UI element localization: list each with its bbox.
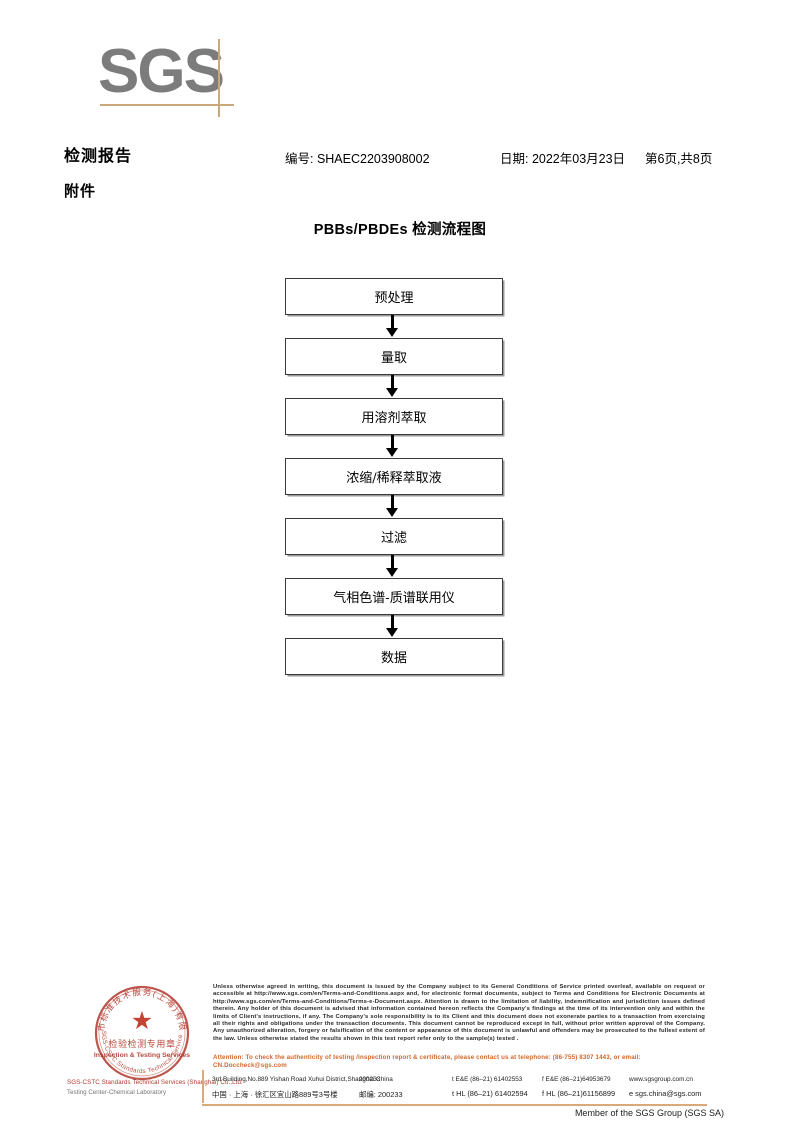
arrow-head <box>386 628 398 637</box>
flow-arrow-down-icon <box>285 555 503 578</box>
flow-step-box: 用溶剂萃取 <box>285 398 503 435</box>
sgs-logo: SGS <box>98 33 244 123</box>
flow-step: 数据 <box>285 638 505 675</box>
document-footer: 深圳市标准技术服务(上海)有限公司 SGS-CSTC Standards Tec… <box>0 975 800 1131</box>
document-header: 检测报告 附件 编号: SHAEC2203908002 日期: 2022年03月… <box>0 142 800 202</box>
legal-terms-text: Unless otherwise agreed in writing, this… <box>213 984 705 1042</box>
address-cn: 中国 · 上海 · 徐汇区宜山路889号3号楼 <box>212 1090 338 1099</box>
email[interactable]: e sgs.china@sgs.com <box>629 1089 702 1098</box>
address-row-english: 3rd Building,No.889 Yishan Road Xuhui Di… <box>212 1076 707 1089</box>
svg-text:Inspection & Testing Services: Inspection & Testing Services <box>94 1052 190 1059</box>
flow-step: 过滤 <box>285 518 505 555</box>
entity-name-line2: Testing Center-Chemical Laboratory <box>67 1089 167 1096</box>
address-divider-vertical <box>202 1070 204 1103</box>
flow-arrow-down-icon <box>285 495 503 518</box>
website[interactable]: www.sgsgroup.com.cn <box>629 1076 693 1083</box>
flowchart-title: PBBs/PBDEs 检测流程图 <box>313 222 487 238</box>
arrow-head <box>386 388 398 397</box>
company-seal: 深圳市标准技术服务(上海)有限公司 SGS-CSTC Standards Tec… <box>67 975 243 1098</box>
flow-step-box: 量取 <box>285 338 503 375</box>
address-en: 3rd Building,No.889 Yishan Road Xuhui Di… <box>212 1076 393 1083</box>
flowchart: 预处理量取用溶剂萃取浓缩/稀释萃取液过滤气相色谱-质谱联用仪数据 <box>285 278 505 675</box>
flow-step: 浓缩/稀释萃取液 <box>285 458 505 495</box>
arrow-shaft <box>391 555 394 571</box>
flow-arrow-down-icon <box>285 435 503 458</box>
flow-step: 用溶剂萃取 <box>285 398 505 435</box>
flow-arrow-down-icon <box>285 315 503 338</box>
zip-cn: 邮编: 200233 <box>359 1090 403 1099</box>
entity-name-line1: SGS-CSTC Standards Technical Services (S… <box>67 1079 243 1086</box>
flow-step: 气相色谱-质谱联用仪 <box>285 578 505 615</box>
arrow-shaft <box>391 435 394 451</box>
flow-step-box: 预处理 <box>285 278 503 315</box>
report-number: 编号: SHAEC2203908002 <box>285 152 430 166</box>
sgs-logo-vertical-rule <box>218 39 220 117</box>
report-date: 日期: 2022年03月23日 <box>500 152 626 166</box>
sgs-logo-horizontal-rule <box>100 104 234 106</box>
arrow-head <box>386 568 398 577</box>
tel-ee: t E&E (86–21) 61402553 <box>452 1076 523 1083</box>
flow-step-box: 过滤 <box>285 518 503 555</box>
arrow-shaft <box>391 315 394 331</box>
page-subtitle-attachment: 附件 <box>64 182 97 200</box>
flow-step-box: 气相色谱-质谱联用仪 <box>285 578 503 615</box>
sgs-logo-text: SGS <box>98 37 225 106</box>
fax-hl: f HL (86–21)61156899 <box>542 1089 616 1098</box>
svg-text:★: ★ <box>131 1007 153 1035</box>
sgs-group-member-text: Member of the SGS Group (SGS SA) <box>574 1108 724 1118</box>
zip-en: 200233 <box>359 1076 381 1083</box>
flow-arrow-down-icon <box>285 375 503 398</box>
flow-step-box: 数据 <box>285 638 503 675</box>
arrow-head <box>386 448 398 457</box>
attention-notice-text: Attention: To check the authenticity of … <box>213 1054 641 1069</box>
flow-step-box: 浓缩/稀释萃取液 <box>285 458 503 495</box>
arrow-shaft <box>391 615 394 631</box>
fax-ee: f E&E (86–21)64953679 <box>542 1076 611 1083</box>
seal-svg: 深圳市标准技术服务(上海)有限公司 SGS-CSTC Standards Tec… <box>70 975 190 1081</box>
page-title: 检测报告 <box>64 146 133 165</box>
flow-step: 量取 <box>285 338 505 375</box>
address-row-chinese: 中国 · 上海 · 徐汇区宜山路889号3号楼 邮编: 200233 t HL … <box>212 1089 707 1102</box>
arrow-head <box>386 328 398 337</box>
flow-step: 预处理 <box>285 278 505 315</box>
arrow-shaft <box>391 375 394 391</box>
svg-text:检验检测专用章: 检验检测专用章 <box>108 1038 175 1050</box>
page-indicator: 第6页,共8页 <box>645 152 713 166</box>
arrow-shaft <box>391 495 394 511</box>
arrow-head <box>386 508 398 517</box>
address-divider-horizontal <box>202 1104 707 1106</box>
tel-hl: t HL (86–21) 61402594 <box>452 1089 528 1098</box>
flow-arrow-down-icon <box>285 615 503 638</box>
contact-address-block: 3rd Building,No.889 Yishan Road Xuhui Di… <box>202 1070 707 1106</box>
